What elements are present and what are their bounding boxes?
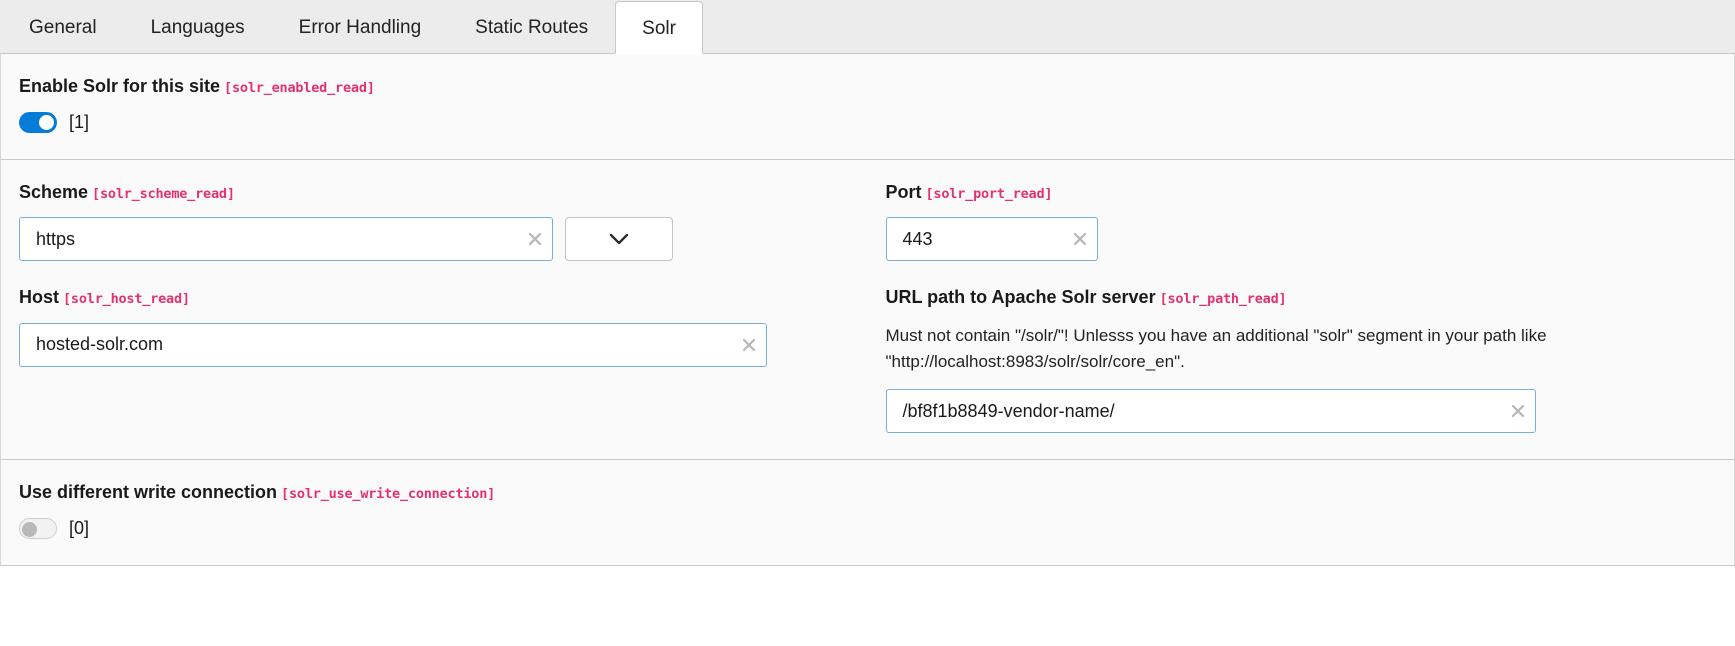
write-connection-label-text: Use different write connection [19,482,278,503]
port-input[interactable]: 443 [885,217,1098,262]
port-var-tag: [solr_port_read] [925,185,1053,202]
tab-general[interactable]: General [29,17,97,38]
url-path-label-text: URL path to Apache Solr server [885,287,1156,308]
url-path-help-text: Must not contain "/solr/"! Unlesss you h… [885,325,1547,372]
host-input[interactable]: hosted-solr.com [19,322,767,367]
column-right-port-path: Port[solr_port_read] 443 URL path to Apa… [868,182,1717,434]
port-clear-icon[interactable] [1063,218,1097,260]
host-label: Host[solr_host_read] [19,287,868,309]
write-connection-toggle-row: [0] [19,518,1716,540]
section-connection-details: Scheme[solr_scheme_read] https [1,159,1734,461]
scheme-label-text: Scheme [19,181,89,202]
write-connection-var-tag: [solr_use_write_connection] [281,486,496,503]
enable-solr-label-text: Enable Solr for this site [19,76,221,96]
url-path-label: URL path to Apache Solr server[solr_path… [886,287,1717,309]
solr-settings-panel: Enable Solr for this site[solr_enabled_r… [0,54,1735,567]
section-write-connection: Use different write connection[solr_use_… [1,460,1734,567]
enable-solr-toggle-row: [1] [19,111,1716,133]
column-left-scheme: Scheme[solr_scheme_read] https [19,182,868,434]
scheme-input-value: https [36,228,76,249]
write-connection-toggle[interactable] [19,518,57,540]
enable-solr-var-tag: [solr_enabled_read] [224,80,375,96]
host-clear-icon[interactable] [732,324,766,366]
scheme-label: Scheme[solr_scheme_read] [19,182,868,204]
toggle-knob [22,522,37,538]
enable-solr-label: Enable Solr for this site[solr_enabled_r… [19,76,1716,98]
scheme-input[interactable]: https [19,217,553,262]
url-path-input-value: /bf8f1b8849-vendor-name/ [902,400,1115,421]
tab-languages[interactable]: Languages [150,17,245,38]
tab-error-handling[interactable]: Error Handling [298,17,422,38]
port-label: Port[solr_port_read] [886,182,1717,204]
chevron-down-icon [609,233,629,246]
scheme-input-row: https [19,217,868,262]
connection-columns: Scheme[solr_scheme_read] https [19,182,1716,434]
scheme-var-tag: [solr_scheme_read] [92,185,235,202]
enable-solr-toggle[interactable] [19,111,57,133]
tab-bar: General Languages Error Handling Static … [0,0,1735,54]
port-input-value: 443 [902,228,933,249]
url-path-var-tag: [solr_path_read] [1159,291,1287,308]
section-enable-solr: Enable Solr for this site[solr_enabled_r… [1,54,1734,160]
scheme-clear-icon[interactable] [518,218,552,260]
enable-solr-toggle-value: [1] [69,111,90,132]
scheme-select-dropdown[interactable] [565,217,673,262]
url-path-clear-icon[interactable] [1501,390,1535,432]
url-path-input[interactable]: /bf8f1b8849-vendor-name/ [885,389,1536,434]
port-label-text: Port [885,181,922,202]
host-var-tag: [solr_host_read] [63,291,190,308]
host-label-text: Host [19,287,59,308]
host-input-value: hosted-solr.com [36,334,164,355]
write-connection-label: Use different write connection[solr_use_… [19,482,1716,504]
toggle-knob [39,114,54,130]
write-connection-toggle-value: [0] [69,518,90,539]
tab-solr[interactable]: Solr [615,1,703,54]
tab-static-routes[interactable]: Static Routes [475,17,589,38]
